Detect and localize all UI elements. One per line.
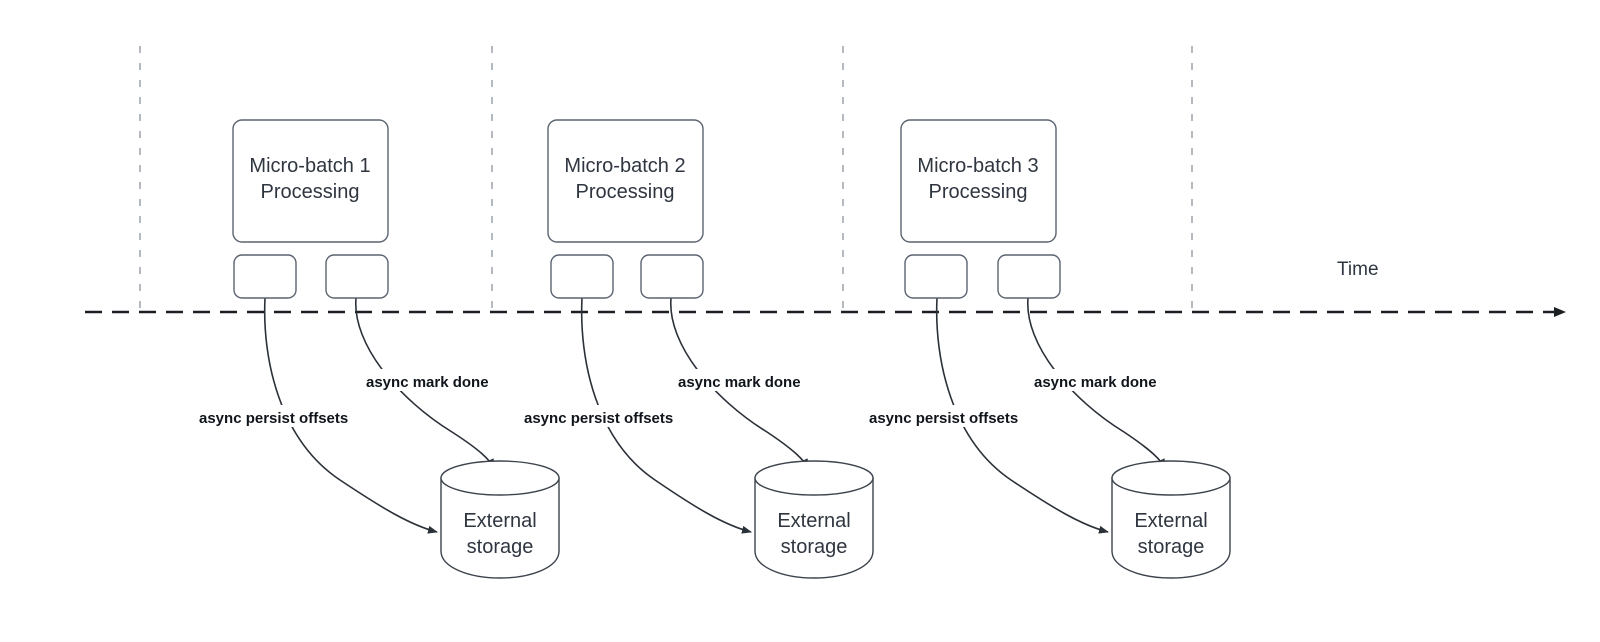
persist-offsets-marker-2[interactable] <box>550 254 614 299</box>
external-storage-1[interactable]: External storage <box>440 460 560 579</box>
persist-offsets-label-2: async persist offsets <box>524 410 673 427</box>
mark-done-arrow-1 <box>355 297 495 469</box>
external-storage-3-line2: storage <box>1138 536 1205 558</box>
persist-offsets-label-1: async persist offsets <box>199 410 348 427</box>
micro-batch-box-3-line1: Micro-batch 3 <box>917 155 1038 177</box>
persist-offsets-label-bg-1 <box>196 405 376 427</box>
external-storage-3[interactable]: External storage <box>1111 460 1231 579</box>
persist-offsets-marker-1[interactable] <box>233 254 297 299</box>
mark-done-marker-2[interactable] <box>640 254 704 299</box>
persist-offsets-marker-3[interactable] <box>904 254 968 299</box>
persist-offsets-label-bg-3 <box>866 405 1046 427</box>
external-storage-2-line1: External <box>777 510 850 532</box>
mark-done-label-2: async mark done <box>678 374 801 391</box>
mark-done-label-bg-1 <box>363 369 503 391</box>
micro-batch-box-2[interactable] <box>547 119 704 243</box>
persist-offsets-arrow-3 <box>935 297 1109 534</box>
external-storage-2[interactable]: External storage <box>754 460 874 579</box>
micro-batch-box-1-line1: Micro-batch 1 <box>249 155 370 177</box>
persist-offsets-arrow-1 <box>263 297 438 534</box>
batch-group-1: Micro-batch 1 Processing External storag… <box>196 119 560 579</box>
mark-done-arrow-2 <box>670 297 809 469</box>
mark-done-label-1: async mark done <box>366 374 489 391</box>
external-storage-3-line1: External <box>1134 510 1207 532</box>
batch-group-2: Micro-batch 2 Processing External storag… <box>521 119 874 579</box>
persist-offsets-arrow-2 <box>580 297 752 534</box>
mark-done-label-3: async mark done <box>1034 374 1157 391</box>
external-storage-1-line1: External <box>463 510 536 532</box>
mark-done-marker-3[interactable] <box>997 254 1061 299</box>
external-storage-1-line2: storage <box>467 536 534 558</box>
micro-batch-box-2-line2: Processing <box>576 181 675 203</box>
mark-done-marker-1[interactable] <box>325 254 389 299</box>
mark-done-arrow-3 <box>1027 297 1166 469</box>
micro-batch-box-1-line2: Processing <box>261 181 360 203</box>
micro-batch-box-1[interactable] <box>232 119 389 243</box>
micro-batch-box-3[interactable] <box>900 119 1057 243</box>
micro-batch-box-2-line1: Micro-batch 2 <box>564 155 685 177</box>
persist-offsets-label-3: async persist offsets <box>869 410 1018 427</box>
batch-group-3: Micro-batch 3 Processing External storag… <box>866 119 1231 579</box>
external-storage-2-line2: storage <box>781 536 848 558</box>
mark-done-label-bg-2 <box>675 369 815 391</box>
persist-offsets-label-bg-2 <box>521 405 701 427</box>
mark-done-label-bg-3 <box>1031 369 1171 391</box>
micro-batch-box-3-line2: Processing <box>929 181 1028 203</box>
time-axis-label: Time <box>1337 259 1379 280</box>
